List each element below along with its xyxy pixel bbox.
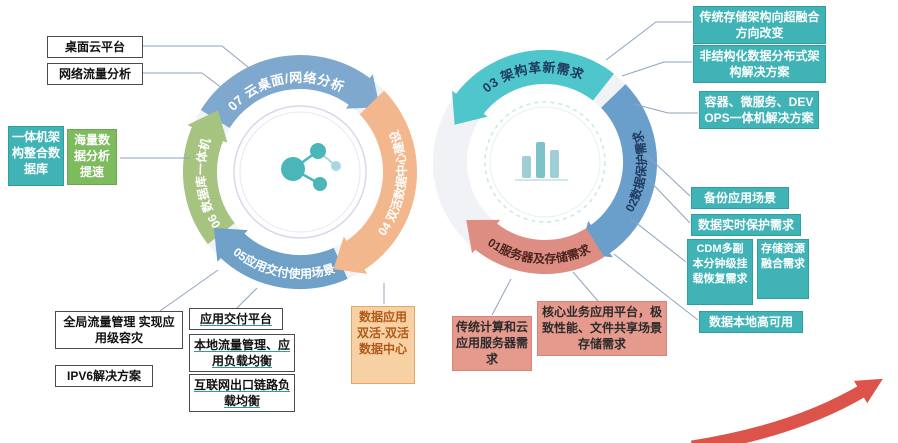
label-ipv6-solution: IPV6解决方案	[55, 365, 153, 388]
label-desktop-cloud-platform: 桌面云平台	[47, 36, 143, 59]
arc-01-server-storage	[466, 219, 605, 274]
bar-chart-icon	[515, 142, 568, 181]
label-storage-hci-shift: 传统存储架构向超融合方向改变	[693, 6, 826, 45]
label-global-traffic-mgmt: 全局流量管理 实现应用级容灾	[55, 311, 183, 350]
left-hub-ring	[233, 105, 367, 239]
arc-05-app-delivery	[213, 227, 348, 290]
label-container-devops: 容器、微服务、DEVOPS一体机解决方案	[699, 91, 819, 130]
label-cdm-recovery: CDM多副本分钟级挂载恢复需求	[687, 239, 753, 305]
label-local-ha: 数据本地高可用	[699, 311, 803, 334]
molecule-icon	[281, 143, 341, 191]
arc-02-data-protection	[579, 84, 658, 258]
connector-lines	[120, 21, 699, 321]
label-backup-scenario: 备份应用场景	[691, 187, 789, 210]
label-unstructured-distributed: 非结构化数据分布式架构解决方案	[693, 45, 826, 84]
label-local-traffic-lb: 本地流量管理、应用负载均衡	[189, 334, 295, 373]
label-core-business-storage: 核心业务应用平台，极致性能、文件共享场景存储需求	[537, 301, 667, 356]
label-active-active-dc: 数据应用双活-双活数据中心	[351, 306, 415, 384]
label-network-traffic-analysis: 网络流量分析	[47, 63, 143, 86]
arc-04-active-active-dc	[333, 90, 417, 274]
label-internet-link-lb: 互联网出口链路负载均衡	[189, 374, 295, 413]
arc-06-database-appliance	[182, 110, 235, 245]
label-app-delivery-platform: 应用交付平台	[189, 308, 283, 331]
arc-07-cloud-desktop	[200, 55, 380, 129]
label-massive-data-speedup: 海量数据分析提速	[67, 129, 117, 185]
label-storage-fusion: 存储资源融合需求	[757, 239, 809, 299]
label-realtime-protection: 数据实时保护需求	[691, 214, 801, 237]
label-traditional-cloud-server: 传统计算和云应用服务器需求	[452, 316, 532, 371]
right-hub-ring	[484, 101, 606, 223]
arc-03-architecture-needs	[452, 49, 614, 125]
red-swoosh-arrow	[691, 378, 883, 443]
label-appliance-db-integration: 一体机架构整合数据库	[8, 126, 64, 186]
